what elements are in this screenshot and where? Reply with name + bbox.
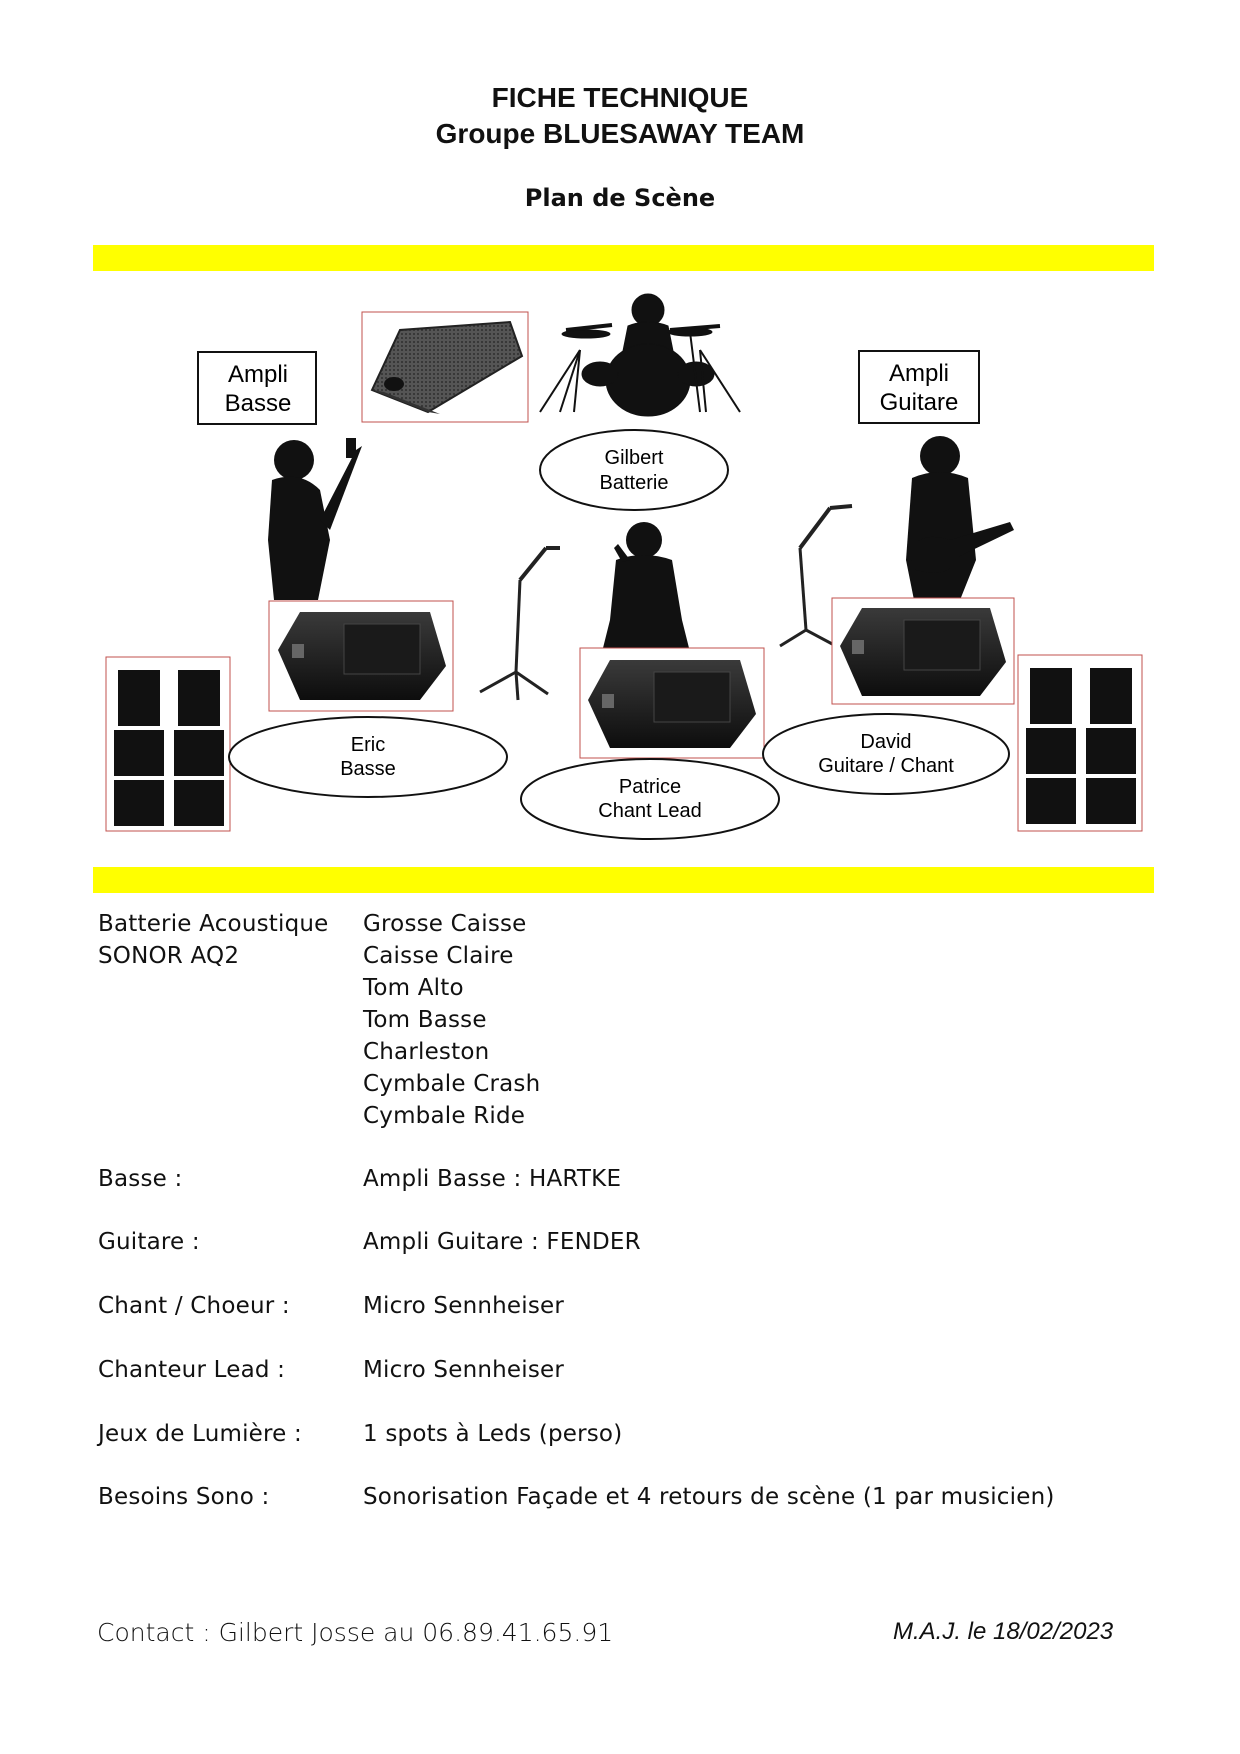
bass-amp-box: Ampli Basse <box>197 351 317 425</box>
drum-item: Grosse Caisse <box>363 911 527 937</box>
bass-player-role: Basse <box>340 758 396 780</box>
spec-label: Jeux de Lumière : <box>98 1421 302 1447</box>
mic-stand-left <box>479 546 560 701</box>
lead-monitor-image <box>579 647 765 759</box>
bass-player-silhouette <box>268 438 362 600</box>
pa-stack-left-image <box>105 656 231 832</box>
guitar-player-name: David <box>860 731 911 753</box>
drummer-ellipse: Gilbert Batterie <box>539 429 729 511</box>
spec-value: 1 spots à Leds (perso) <box>363 1421 623 1447</box>
guitar-amp-box: Ampli Guitare <box>858 350 980 424</box>
highlight-bar-top <box>93 245 1154 271</box>
lead-singer-name: Patrice <box>619 776 681 798</box>
lead-singer-ellipse: Patrice Chant Lead <box>520 758 780 840</box>
drum-item: Caisse Claire <box>363 943 514 969</box>
drum-item: Tom Basse <box>363 1007 487 1033</box>
bass-amp-label-line1: Ampli <box>228 361 288 388</box>
band-name: Groupe BLUESAWAY TEAM <box>435 118 805 149</box>
lead-singer-role: Chant Lead <box>598 800 701 822</box>
footer-contact: Contact : Gilbert Josse au 06.89.41.65.9… <box>97 1618 614 1647</box>
drum-item: Tom Alto <box>363 975 464 1001</box>
guitar-amp-label-line1: Ampli <box>889 360 949 387</box>
spec-value: Ampli Basse : HARTKE <box>363 1166 622 1192</box>
spec-value: Micro Sennheiser <box>363 1357 565 1383</box>
drummer-name: Gilbert <box>605 447 664 469</box>
drum-item: Charleston <box>363 1039 490 1065</box>
bass-player-ellipse: Eric Basse <box>228 716 508 798</box>
bass-player-name: Eric <box>351 734 385 756</box>
highlight-bar-bottom <box>93 867 1154 893</box>
spec-label: Guitare : <box>98 1229 200 1255</box>
stage-plan-diagram: Ampli Basse Ampli Guitare Gilbert Batter… <box>105 293 1143 840</box>
pa-stack-right-image <box>1017 654 1143 832</box>
spec-drums-items: Grosse Caisse Caisse Claire Tom Alto Tom… <box>363 908 540 1132</box>
drummer-role: Batterie <box>600 472 669 494</box>
bass-monitor-image <box>268 600 454 712</box>
mic-stand-right <box>779 504 853 648</box>
drum-item: Cymbale Ride <box>363 1103 526 1129</box>
guitar-player-ellipse: David Guitare / Chant <box>762 713 1010 795</box>
document-title: FICHE TECHNIQUE <box>491 82 749 113</box>
spec-value: Micro Sennheiser <box>363 1293 565 1319</box>
drum-monitor-image <box>361 311 529 423</box>
spec-label: Besoins Sono : <box>98 1484 270 1510</box>
spec-drums-label-line: SONOR AQ2 <box>98 943 240 969</box>
section-title-stage-plan: Plan de Scène <box>524 184 716 212</box>
spec-label: Chanteur Lead : <box>98 1357 286 1383</box>
guitar-player-role: Guitare / Chant <box>818 755 954 777</box>
spec-value: Sonorisation Façade et 4 retours de scèn… <box>363 1484 1055 1510</box>
guitar-player-silhouette <box>906 436 1014 600</box>
spec-label: Chant / Choeur : <box>98 1293 290 1319</box>
lead-singer-silhouette <box>602 522 690 652</box>
drum-item: Cymbale Crash <box>363 1071 541 1097</box>
spec-drums-label: Batterie Acoustique SONOR AQ2 <box>98 908 358 972</box>
bass-amp-label-line2: Basse <box>225 390 292 417</box>
guitar-amp-label-line2: Guitare <box>880 389 959 416</box>
spec-label: Basse : <box>98 1166 183 1192</box>
drummer-silhouette <box>539 293 741 417</box>
spec-value: Ampli Guitare : FENDER <box>363 1229 641 1255</box>
spec-drums-label-line: Batterie Acoustique <box>98 911 329 937</box>
footer-update-date: M.A.J. le 18/02/2023 <box>893 1618 1114 1645</box>
guitar-monitor-image <box>831 597 1015 705</box>
